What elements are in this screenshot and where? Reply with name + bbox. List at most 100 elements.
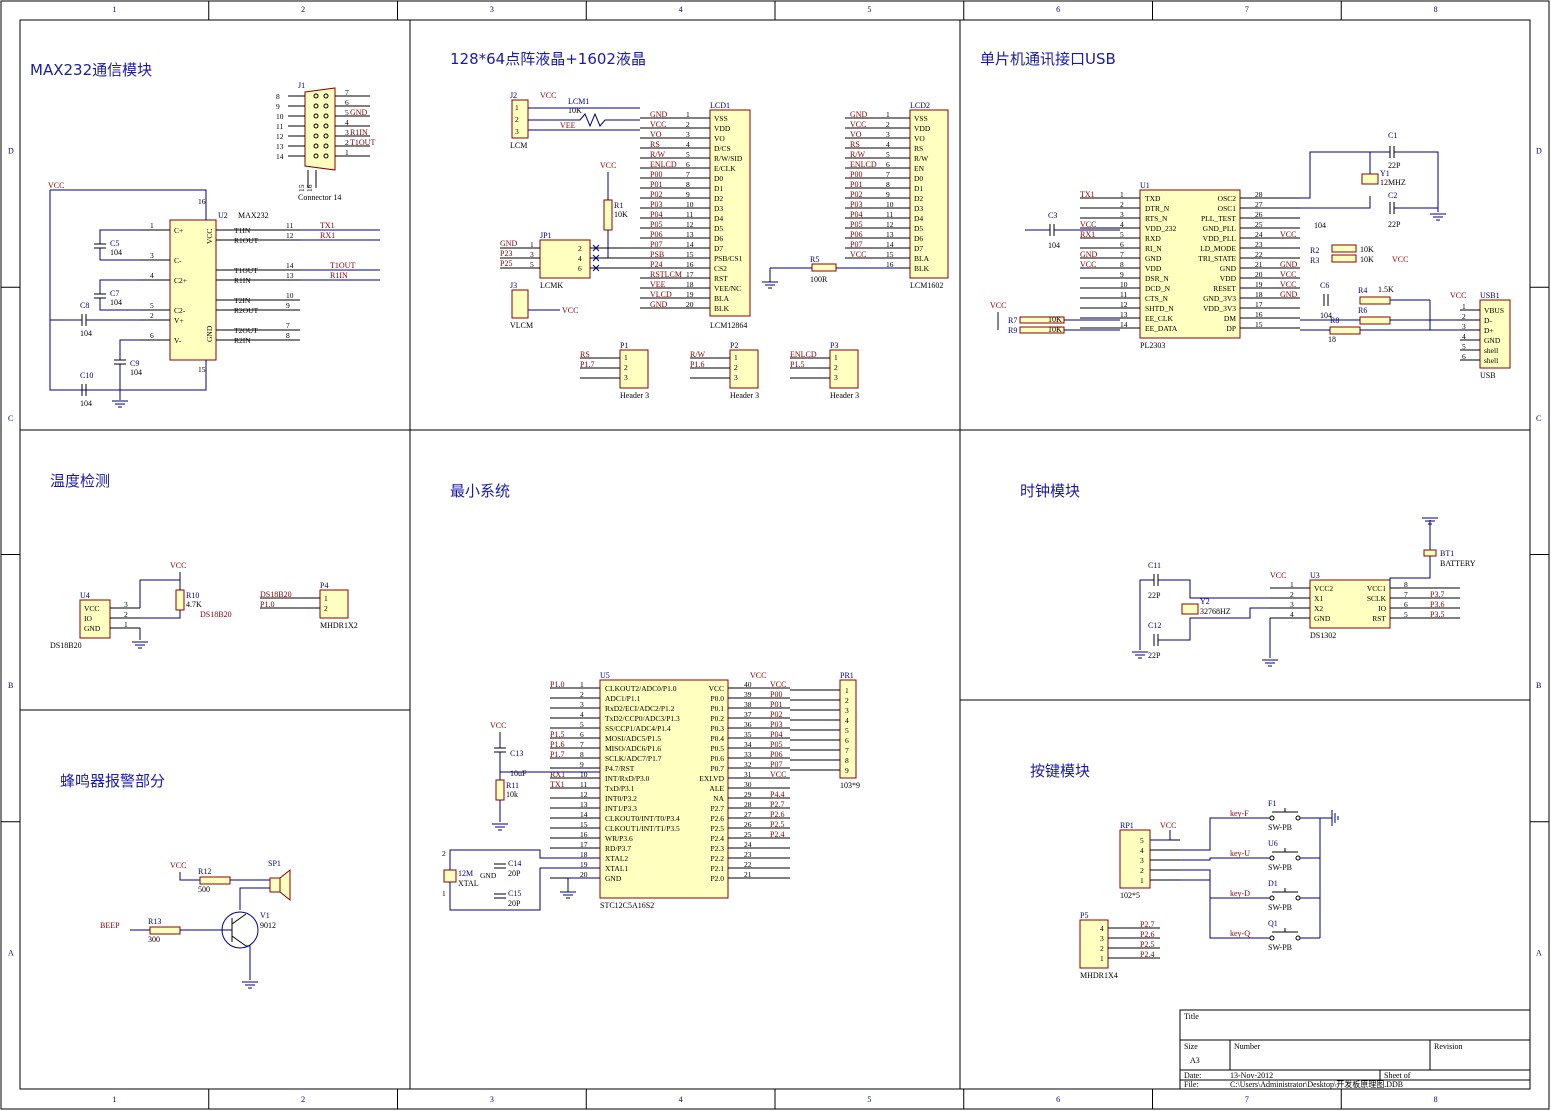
header-p2-num-1: 1 [734, 353, 738, 362]
j1-right-num-2: 2 [345, 138, 349, 147]
u3-value: DS1302 [1310, 631, 1336, 640]
usb-passives: C122PC222PY112MHZC3104104C6104R2R310K10K… [990, 131, 1466, 344]
lcd1-net-1: GND [650, 110, 668, 119]
u1-right-num-20: 20 [1255, 270, 1263, 279]
u2-right-num-1: 12 [286, 231, 294, 240]
mcu-res-r11-value: 10k [506, 790, 518, 799]
u1-left-num-14: 14 [1120, 320, 1128, 329]
j1-contact-r-3 [323, 133, 329, 139]
u2-value: MAX232 [238, 211, 269, 220]
lcd1-pin-name-14: D7 [714, 244, 723, 253]
u4-ref: U4 [80, 591, 90, 600]
usb-res-r2-value: 10K [1360, 245, 1374, 254]
u1-right-num-17: 17 [1255, 300, 1263, 309]
lcd2-net-4: RS [850, 140, 860, 149]
lcd1-pin-name-1: VSS [714, 114, 728, 123]
clock-cap-c11-value: 22P [1148, 591, 1161, 600]
mcu-cap-c15-value: 20P [508, 899, 521, 908]
vcc-label-r10: VCC [170, 561, 186, 570]
zone-label-left-A: A [8, 948, 14, 957]
lcd2-pin-num-4: 4 [886, 140, 890, 149]
u5-right-name-32: P0.7 [710, 764, 724, 773]
key-contact-a-u6 [1269, 855, 1275, 861]
lcd2-net-14: P07 [850, 240, 862, 249]
u1-right-name-15: DP [1226, 324, 1236, 333]
u5-right-num-32: 32 [744, 760, 752, 769]
zone-label-bottom-2: 2 [301, 1095, 305, 1104]
header-value-p2: Header 3 [730, 391, 759, 400]
ground-symbol-osc [1430, 213, 1446, 221]
file-value: C:\Users\Administrator\Desktop\开发板原理图.DD… [1230, 1079, 1403, 1089]
lcd1-net-4: RS [650, 140, 660, 149]
usb1-pin-num-6: 6 [1462, 352, 1466, 361]
u5-left-net-7: P1.6 [550, 740, 564, 749]
max232-cap-ref-c10: C10 [80, 371, 93, 380]
usb-res-r2 [1331, 244, 1357, 253]
p5-ref: P5 [1080, 911, 1088, 920]
jp1-left-num-2: 5 [530, 260, 534, 269]
u1-left-name-8: VDD [1145, 264, 1162, 273]
jp1-ref: JP1 [540, 231, 552, 240]
header-p2-net1: R/W [690, 350, 706, 359]
battery-bt1 [1423, 549, 1437, 557]
buzzer-vcc-label: VCC [170, 861, 186, 870]
u5-right-net-34: P05 [770, 740, 782, 749]
p5-body [1079, 919, 1109, 969]
lcd1-net-13: P06 [650, 230, 662, 239]
header-body-p2 [729, 349, 759, 389]
u1-right-num-28: 28 [1255, 190, 1263, 199]
u3-left-num-2: 2 [1290, 590, 1294, 599]
usb-res-r7-ref: R7 [1008, 316, 1017, 325]
u1-left-net-4: VCC [1080, 220, 1096, 229]
u1-left-name-2: DTR_N [1145, 204, 1170, 213]
key-value-f1: SW-PB [1268, 823, 1292, 832]
u5-left-name-16: WR/P3.6 [605, 834, 633, 843]
u5-left-name-14: CLKOUT0/INT/T0/P3.4 [605, 814, 680, 823]
u1-right-net-18: GND [1280, 290, 1298, 299]
u5-right-num-34: 34 [744, 740, 752, 749]
lcd1-pin-name-4: D/CS [714, 144, 731, 153]
zone-label-top-4: 4 [679, 5, 683, 14]
header-p2-num-2: 2 [734, 363, 738, 372]
lcd2-pin-name-10: D3 [914, 204, 923, 213]
key-net-f1: key-F [1230, 809, 1249, 818]
u2-body [169, 219, 217, 361]
u1-right-net-20: VCC [1280, 270, 1296, 279]
buzzer-res-r13-ref: R13 [148, 917, 161, 926]
u4-body [79, 599, 111, 639]
header-p3-num-2: 2 [834, 363, 838, 372]
usb-cap-c2-value: 22P [1388, 220, 1401, 229]
u3-left-name-4: GND [1314, 614, 1331, 623]
vee-label: VEE [560, 121, 576, 130]
pr1-pin-num-2: 2 [845, 696, 849, 705]
lcd2-net-2: VCC [850, 120, 866, 129]
transistor-v1-value: 9012 [260, 921, 276, 930]
speaker-sp1-ref: SP1 [268, 859, 281, 868]
max232-cap-c7 [94, 293, 106, 299]
u2-gnd-pin: GND [205, 325, 214, 342]
jp1-net-0: GND [500, 239, 518, 248]
u1-left-num-7: 7 [1120, 250, 1124, 259]
lcd1-pin-name-17: RST [714, 274, 728, 283]
p5-net-4: P2.7 [1140, 920, 1154, 929]
lcd1-net-7: P00 [650, 170, 662, 179]
j1-bottom-num-16: 16 [305, 184, 314, 192]
u1-right-net-19: VCC [1280, 280, 1296, 289]
zone-label-top-5: 5 [867, 5, 871, 14]
u5-right-num-30: 30 [744, 780, 752, 789]
u5-left-name-19: XTAL1 [605, 864, 628, 873]
date-value: 13-Nov-2012 [1230, 1071, 1273, 1080]
sheet-label: Sheet of [1384, 1071, 1411, 1080]
u1-right-name-17: VDD_3V3 [1203, 304, 1236, 313]
j1-contact-13 [313, 143, 319, 149]
p5-pin-num-4: 4 [1100, 924, 1104, 933]
lcd2-pin-num-8: 8 [886, 180, 890, 189]
usb-vcc-r3: VCC [1392, 255, 1408, 264]
pr1-pin-num-8: 8 [845, 756, 849, 765]
u5-left-num-5: 5 [580, 720, 584, 729]
u1-left-name-3: RTS_N [1145, 214, 1168, 223]
j1-right-num-1: 1 [345, 148, 349, 157]
